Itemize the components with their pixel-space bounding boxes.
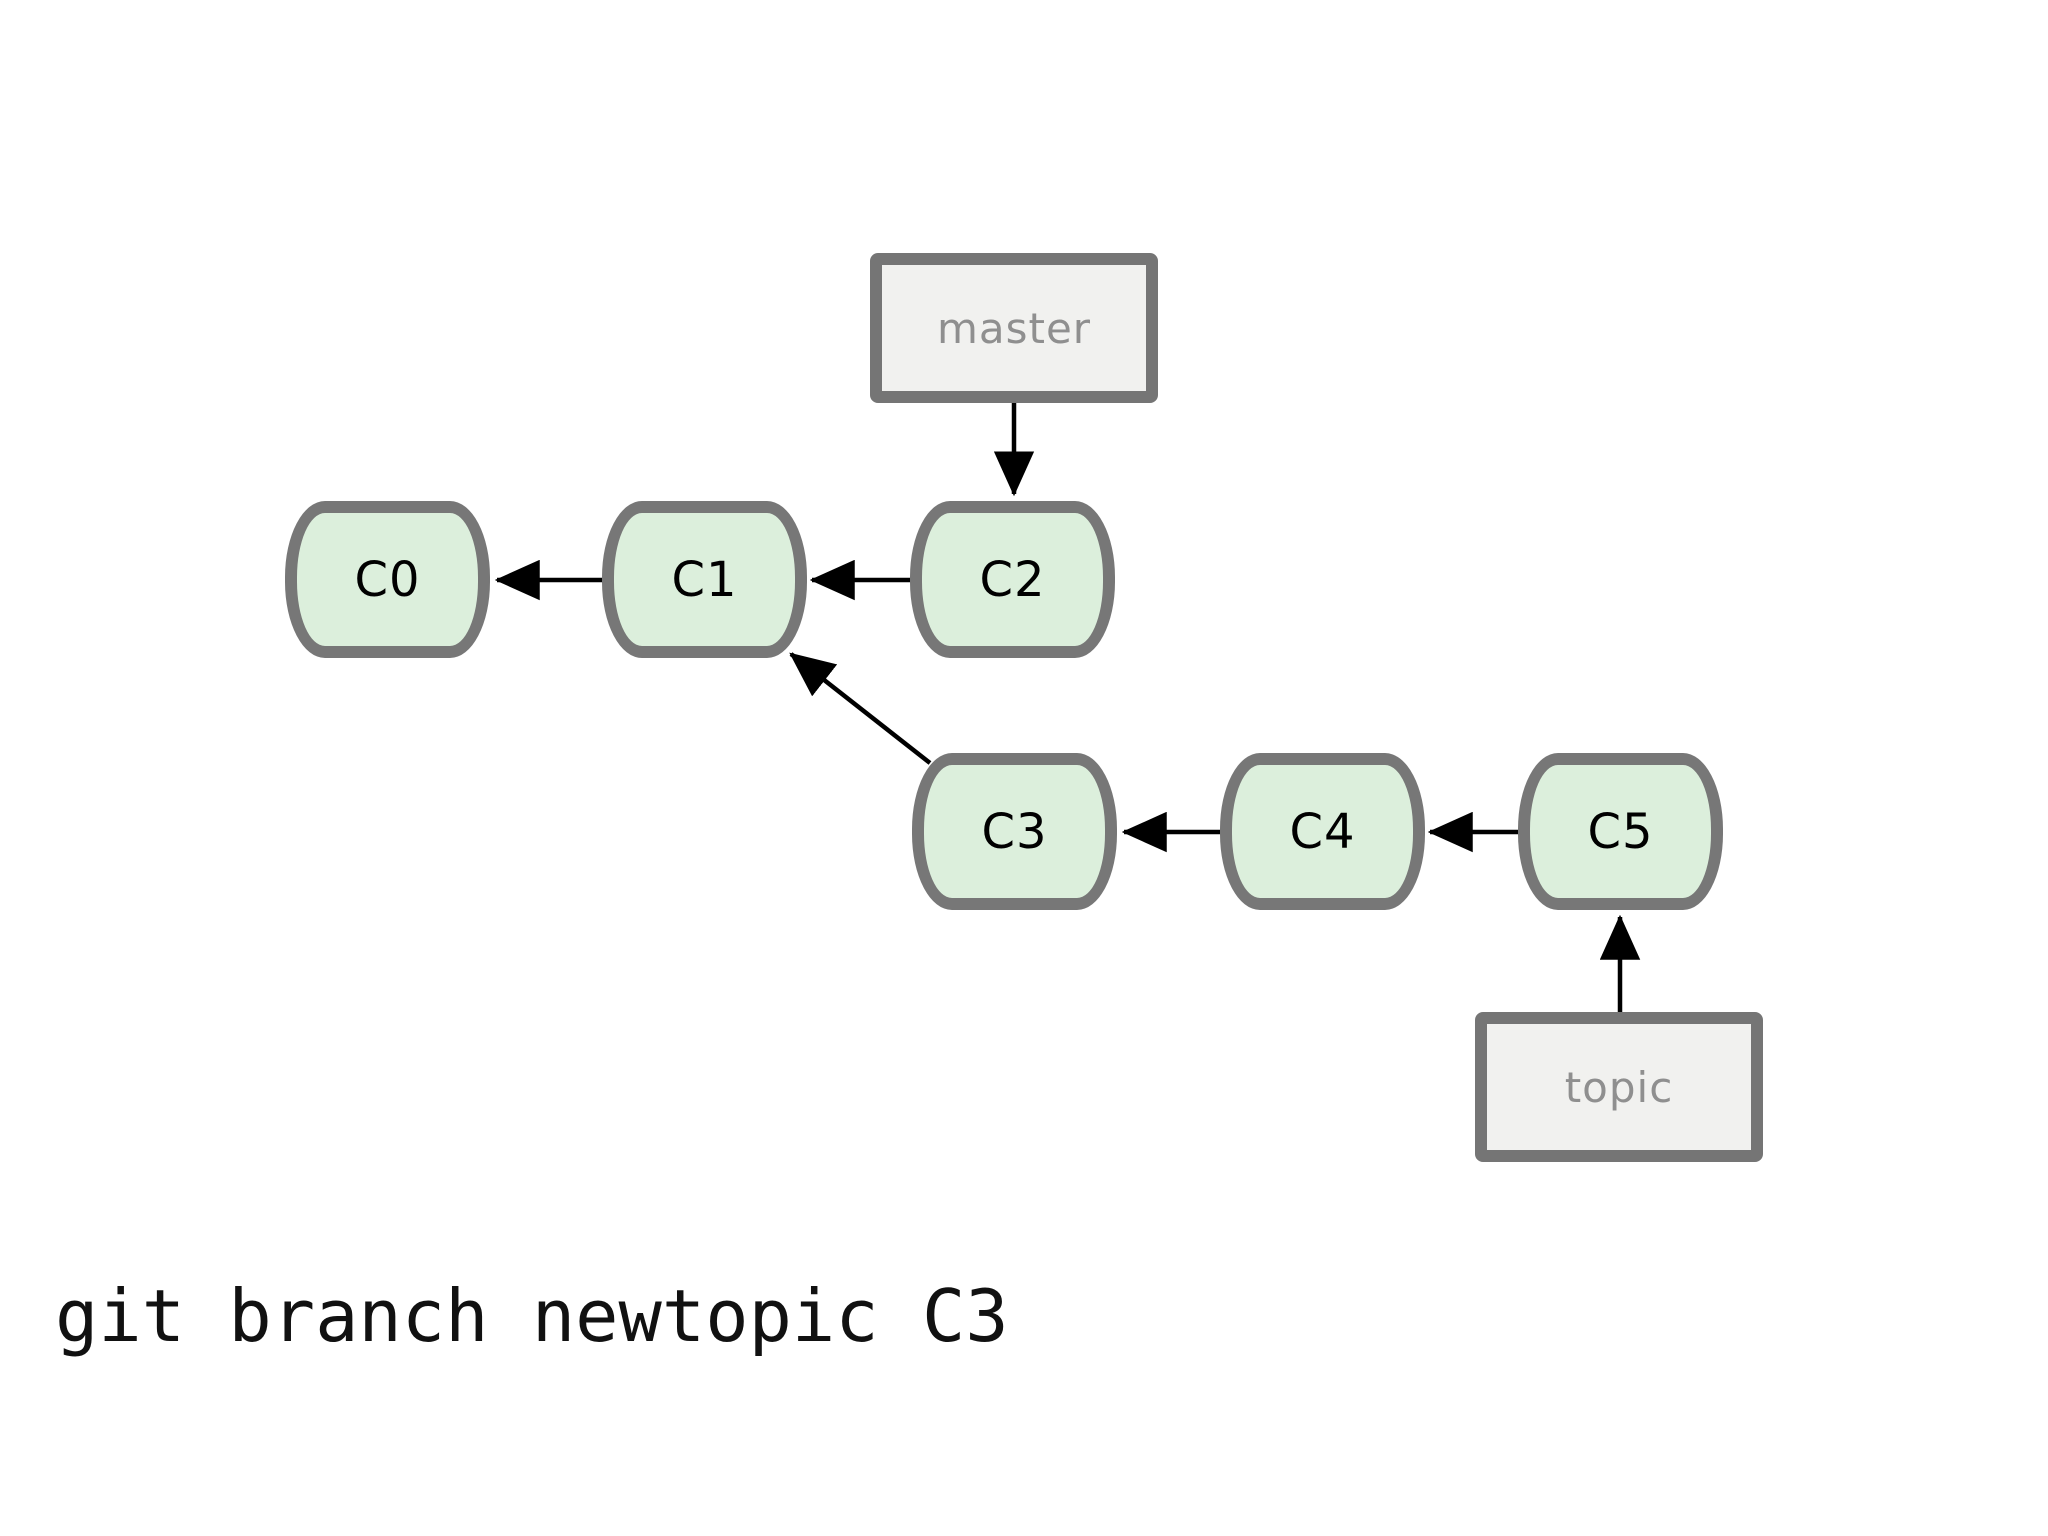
branch-label-box-topic: topic <box>1475 1012 1763 1162</box>
commit-node-c2: C2 <box>910 501 1115 658</box>
commit-node-c0: C0 <box>285 501 490 658</box>
commit-label-c4: C4 <box>1289 803 1356 860</box>
commit-label-c2: C2 <box>979 551 1046 608</box>
arrow-c3-to-c1 <box>789 652 932 765</box>
commit-label-c5: C5 <box>1587 803 1654 860</box>
branch-label-box-master: master <box>870 253 1158 403</box>
commit-node-c5: C5 <box>1518 753 1723 910</box>
commit-node-c4: C4 <box>1220 753 1425 910</box>
git-command-text: git branch newtopic C3 <box>55 1274 1009 1358</box>
commit-node-c3: C3 <box>912 753 1117 910</box>
branch-label-master: master <box>936 303 1092 353</box>
commit-node-c1: C1 <box>602 501 807 658</box>
branch-label-topic: topic <box>1564 1062 1674 1112</box>
commit-label-c1: C1 <box>671 551 738 608</box>
commit-label-c3: C3 <box>981 803 1048 860</box>
commit-label-c0: C0 <box>354 551 421 608</box>
